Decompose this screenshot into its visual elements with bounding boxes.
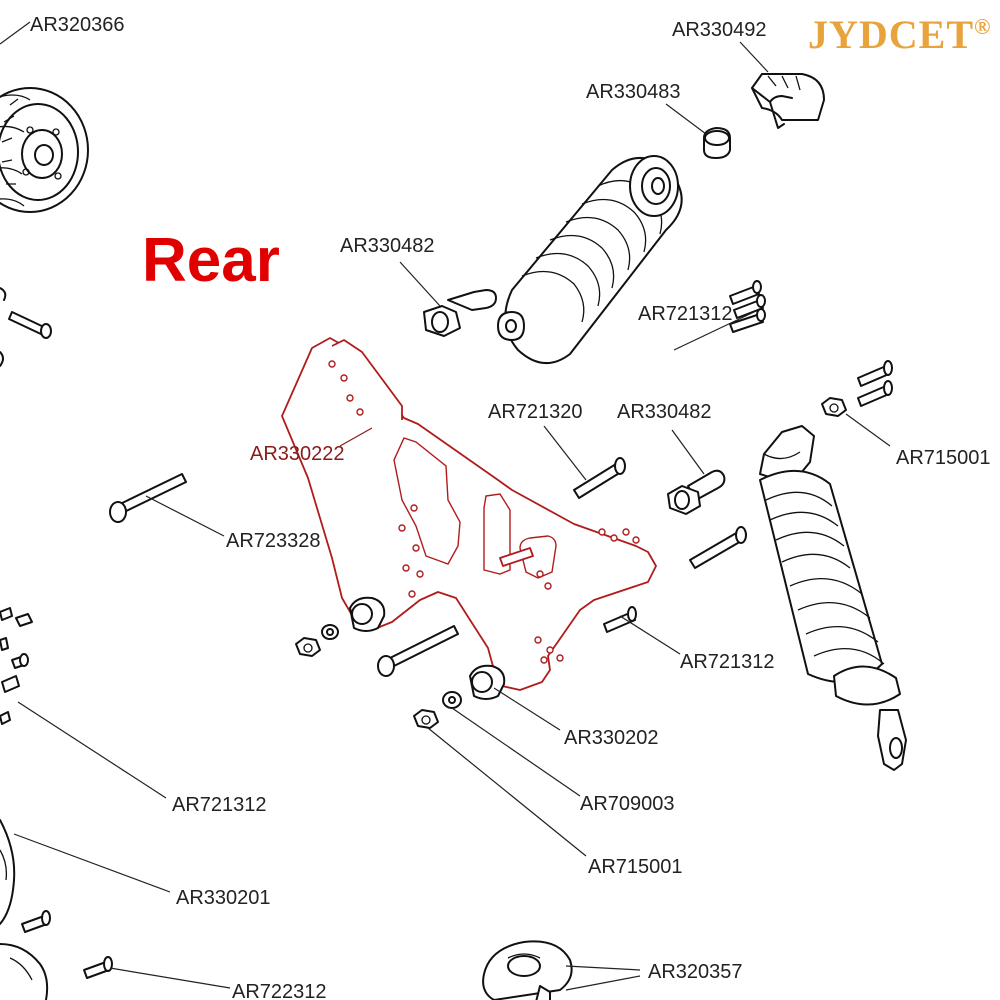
pin-ar721320-part [573, 457, 626, 499]
label-ar715001-right: AR715001 [896, 447, 991, 469]
pins-upper-right-part [729, 280, 766, 333]
mount-ar320357-part [482, 940, 573, 1000]
label-ar330492: AR330492 [672, 19, 767, 41]
bushing-part [703, 127, 731, 159]
wheel-part [0, 87, 89, 213]
label-ar709003: AR709003 [580, 793, 675, 815]
label-ar715001-bottom: AR715001 [588, 856, 683, 878]
ball-stud-upper-part [423, 289, 497, 337]
pin-ar721312-mid-part [603, 606, 637, 633]
label-ar330202: AR330202 [564, 727, 659, 749]
screw-left-upper [0, 287, 52, 367]
screw-ar722312-part [0, 910, 113, 1000]
screw-lower-long-part [377, 625, 459, 677]
ball-end-lower-part [469, 664, 506, 700]
label-ar721312-top: AR721312 [638, 303, 733, 325]
arm-left-edge-part [0, 819, 16, 925]
brand-logo: JYDCET® [808, 12, 991, 57]
label-ar320357: AR320357 [648, 961, 743, 983]
nut-mid-part [295, 637, 321, 657]
washer-mid-part [321, 624, 339, 640]
shock-top-cap-part [751, 73, 825, 129]
screw-ar723328-part [109, 473, 187, 523]
label-ar320366: AR320366 [30, 14, 125, 36]
label-ar721312-mid: AR721312 [680, 651, 775, 673]
label-ar330222: AR330222 [250, 443, 345, 465]
ball-stud-mid-part [667, 469, 726, 515]
label-ar723328: AR723328 [226, 530, 321, 552]
ball-end-mid-part [349, 596, 386, 632]
label-ar330483: AR330483 [586, 81, 681, 103]
label-ar721312-left: AR721312 [172, 794, 267, 816]
label-ar721320: AR721320 [488, 401, 583, 423]
upper-shock-part [497, 155, 683, 364]
nut-lower-part [413, 709, 439, 729]
label-ar330482-mid: AR330482 [617, 401, 712, 423]
washer-lower-part [442, 691, 462, 709]
pins-left-edge-part [0, 607, 33, 725]
right-shock-part [759, 425, 907, 771]
pin-mid-right-part [689, 526, 747, 569]
label-ar330482-top: AR330482 [340, 235, 435, 257]
shock-tower-part [281, 337, 657, 691]
rear-heading: Rear [142, 226, 280, 295]
label-ar330201: AR330201 [176, 887, 271, 909]
pins-right-part [857, 360, 893, 407]
label-ar722312: AR722312 [232, 981, 327, 1000]
nut-right-part [821, 397, 847, 417]
